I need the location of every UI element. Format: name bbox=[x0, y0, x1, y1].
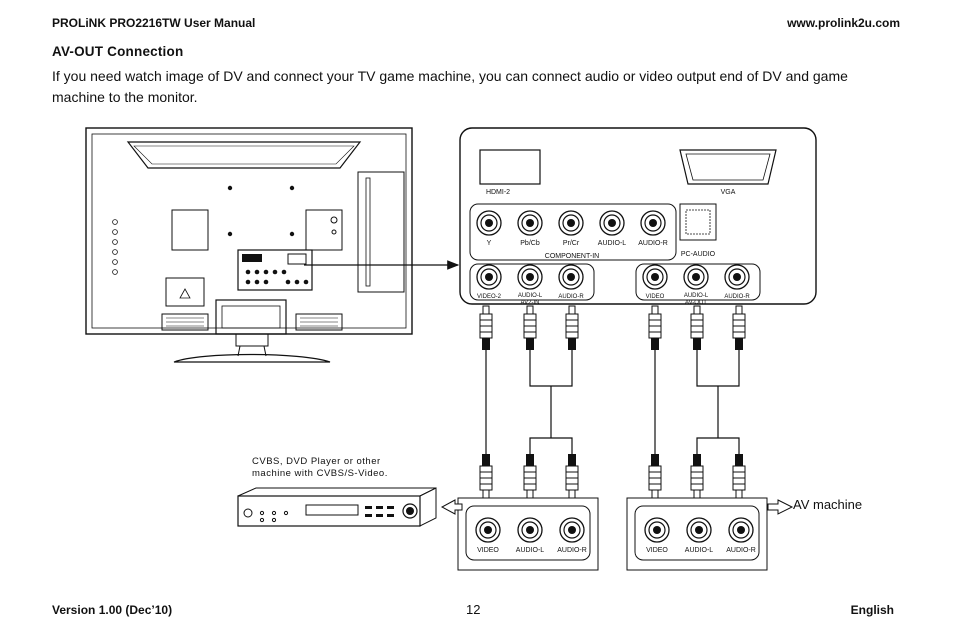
rear-panel bbox=[459, 127, 817, 305]
left-box-audio-l-label: AUDIO-L bbox=[516, 547, 545, 554]
label-audio-r-top: AUDIO-R bbox=[638, 240, 668, 247]
label-component-in: COMPONENT-IN bbox=[545, 253, 599, 260]
label-av2-in: AV2-IN bbox=[521, 300, 540, 306]
tv-back-illustration bbox=[85, 127, 413, 363]
label-prcr: Pr/Cr bbox=[563, 240, 580, 247]
dvd-caption: CVBS, DVD Player or other machine with C… bbox=[252, 456, 388, 480]
label-audio-l-avout: AUDIO-L bbox=[684, 293, 709, 299]
source-jack-box-left bbox=[457, 497, 599, 571]
label-audio-l-top: AUDIO-L bbox=[598, 240, 627, 247]
right-box-audio-r-label: AUDIO-R bbox=[726, 547, 756, 554]
right-box-audio-l-label: AUDIO-L bbox=[685, 547, 714, 554]
label-audio-r-avout: AUDIO-R bbox=[724, 294, 750, 300]
label-hdmi2: HDMI-2 bbox=[486, 189, 510, 196]
label-video-out: VIDEO bbox=[646, 294, 665, 300]
label-pc-audio: PC-AUDIO bbox=[681, 251, 716, 258]
label-video2: VIDEO-2 bbox=[477, 294, 502, 300]
website-url: www.prolink2u.com bbox=[787, 16, 900, 30]
cable-set-right bbox=[648, 305, 746, 499]
version-text: Version 1.00 (Dec’10) bbox=[52, 603, 173, 617]
label-audio-r-av2: AUDIO-R bbox=[558, 294, 584, 300]
source-jack-box-right bbox=[626, 497, 768, 571]
label-pbcb: Pb/Cb bbox=[520, 240, 540, 247]
dvd-player-illustration bbox=[237, 487, 437, 527]
page-number: 12 bbox=[466, 602, 481, 617]
dvd-caption-line2: machine with CVBS/S-Video. bbox=[252, 468, 388, 479]
left-pointer-arrow bbox=[440, 499, 463, 515]
label-vga: VGA bbox=[721, 189, 736, 196]
dvd-caption-line1: CVBS, DVD Player or other bbox=[252, 456, 381, 467]
label-av-out: AV-OUT bbox=[685, 300, 707, 306]
manual-title: PROLiNK PRO2216TW User Manual bbox=[52, 16, 256, 30]
label-audio-l-av2: AUDIO-L bbox=[518, 293, 543, 299]
left-box-video-label: VIDEO bbox=[477, 547, 499, 554]
language-label: English bbox=[850, 603, 894, 617]
label-y: Y bbox=[487, 240, 492, 247]
section-title: AV-OUT Connection bbox=[52, 44, 184, 59]
cable-set-left bbox=[479, 305, 579, 499]
right-pointer-arrow bbox=[767, 499, 794, 515]
left-box-audio-r-label: AUDIO-R bbox=[557, 547, 587, 554]
section-body: If you need watch image of DV and connec… bbox=[52, 68, 848, 105]
right-box-video-label: VIDEO bbox=[646, 547, 668, 554]
av-machine-label: AV machine bbox=[793, 497, 863, 512]
